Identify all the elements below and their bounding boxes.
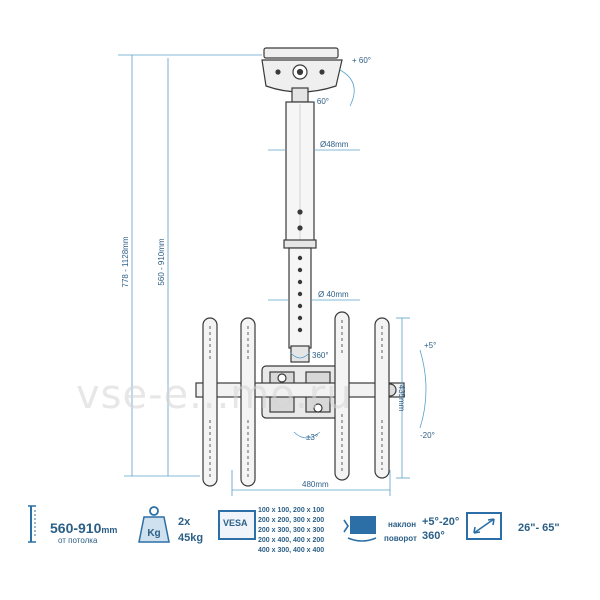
height-note: от потолка xyxy=(58,536,98,545)
weight-value: 2x 45kg xyxy=(178,516,204,544)
vesa-icon xyxy=(218,510,256,540)
dim-plate-tilt-up: +5° xyxy=(424,341,436,350)
bracket-right-inner xyxy=(334,311,350,481)
vesa-item: 200 x 400, 400 x 200 xyxy=(258,537,325,544)
height-icon xyxy=(28,505,36,543)
watermark: vse-e...mo.ru xyxy=(76,372,353,418)
ceiling-bracket xyxy=(261,47,343,103)
vesa-item: 200 x 200, 300 x 200 xyxy=(258,517,325,524)
bracket-left-outer xyxy=(202,317,218,487)
bracket-left-inner xyxy=(240,317,256,487)
dim-tilt-down: - 60° xyxy=(312,97,329,106)
vesa-item: 100 x 100, 200 x 100 xyxy=(258,507,325,514)
screen-size: 26"- 65" xyxy=(518,522,560,534)
vesa-item: 400 x 300, 400 x 400 xyxy=(258,547,325,554)
vesa-label: VESA xyxy=(223,518,248,528)
rotate-label: поворот xyxy=(384,534,417,543)
dim-plate-tilt-down: -20° xyxy=(420,431,435,440)
dim-pole-height: 560 - 910mm xyxy=(157,238,166,285)
dim-plate-height: 435mm xyxy=(397,385,406,412)
tilt-rotate-icon xyxy=(343,516,377,542)
weight-icon-label: Kg xyxy=(147,528,160,539)
dim-lower-tube: Ø 40mm xyxy=(318,290,349,299)
tilt-label: наклон xyxy=(388,520,417,529)
tilt-value: +5°-20° xyxy=(422,516,460,528)
dim-upper-tube: Ø48mm xyxy=(320,140,349,149)
lower-tube xyxy=(288,247,312,363)
dim-total-height: 778 - 1128mm xyxy=(121,236,130,287)
rotate-value: 360° xyxy=(422,530,445,542)
height-value: 560-910mm xyxy=(50,520,118,536)
dim-swivel: ±3° xyxy=(306,433,318,442)
dim-width: 480mm xyxy=(302,480,329,489)
height-unit: mm xyxy=(101,525,118,535)
screen-size-icon xyxy=(466,512,502,540)
upper-tube xyxy=(283,101,317,249)
vesa-item: 200 x 300, 300 x 300 xyxy=(258,527,325,534)
dim-rotation: 360° xyxy=(312,351,329,360)
dimension-lines xyxy=(118,54,427,496)
specs-bar: 560-910mm от потолка Kg 2x 45kg VESA 100… xyxy=(0,498,600,600)
dim-tilt-up: + 60° xyxy=(352,56,371,65)
bracket-right-outer xyxy=(374,317,390,479)
vesa-list: 100 x 100, 200 x 100 200 x 200, 300 x 20… xyxy=(258,506,324,556)
weight-icon: Kg xyxy=(138,506,170,543)
